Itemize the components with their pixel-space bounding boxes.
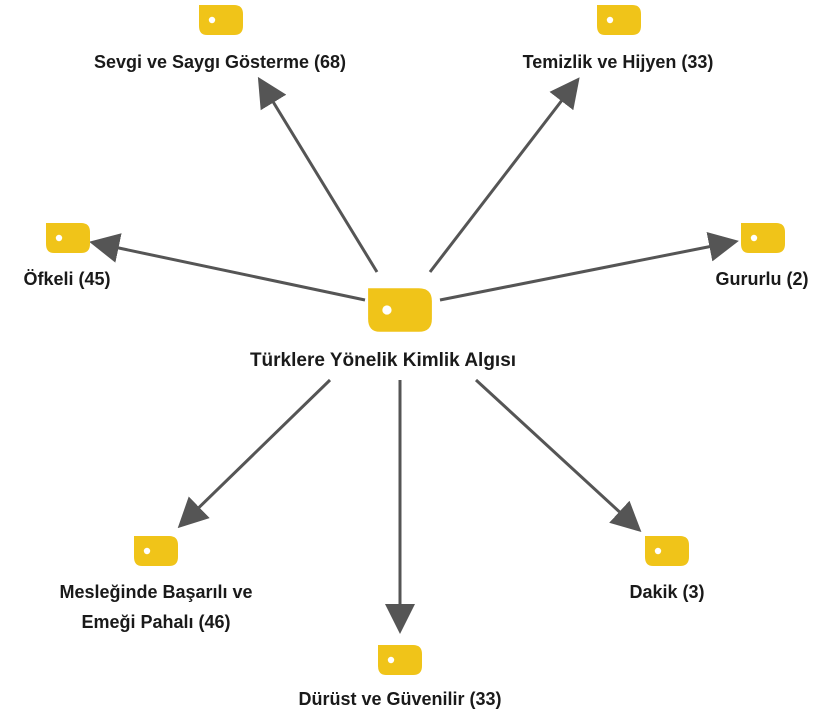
node-label-temizlik: Temizlik ve Hijyen (33) [523,52,714,72]
node-label-ofkeli: Öfkeli (45) [23,269,110,289]
edge-sevgi [257,76,379,273]
center-tag-icon [368,288,432,332]
edge-meslek [177,378,332,529]
edge-dakik [474,378,642,533]
durust-tag-icon [378,645,422,675]
node-label-durust: Dürüst ve Güvenilir (33) [298,689,501,709]
edge-temizlik [428,77,580,273]
node-label-meslek-line-2: Emeği Pahalı (46) [81,612,230,632]
node-label-sevgi: Sevgi ve Saygı Gösterme (68) [94,52,346,72]
ofkeli-tag-icon [46,223,90,253]
sevgi-tag-icon [199,5,243,35]
edge-ofkeli [89,233,366,302]
center-node-label: Türklere Yönelik Kimlik Algısı [250,350,516,371]
node-label-gururlu: Gururlu (2) [716,269,809,289]
dakik-tag-icon [645,536,689,566]
node-label-dakik: Dakik (3) [629,582,704,602]
edge-gururlu [439,231,739,302]
gururlu-tag-icon [741,223,785,253]
temizlik-tag-icon [597,5,641,35]
node-label-meslek-line-1: Mesleğinde Başarılı ve [59,582,252,602]
meslek-tag-icon [134,536,178,566]
